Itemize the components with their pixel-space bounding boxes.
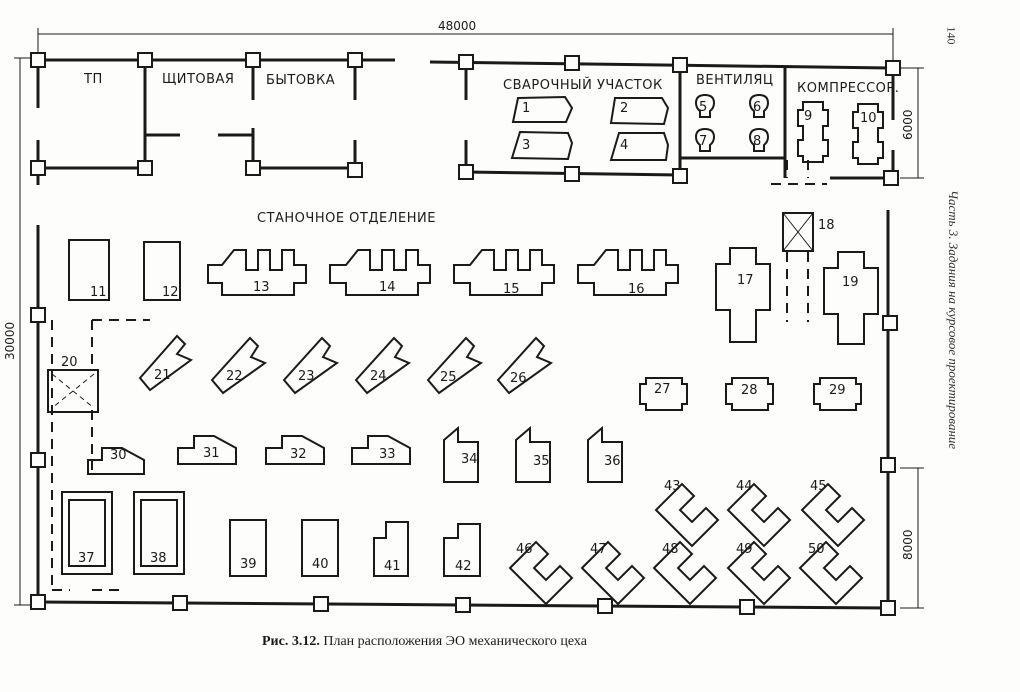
compressors bbox=[797, 101, 884, 165]
equipment-number-1: 1 bbox=[522, 101, 530, 116]
equipment-number-29: 29 bbox=[829, 383, 846, 398]
equipment-number-38: 38 bbox=[150, 551, 167, 566]
equipment-number-10: 10 bbox=[860, 111, 877, 126]
equipment-number-6: 6 bbox=[753, 100, 761, 115]
large-machines-17-19 bbox=[715, 212, 879, 345]
figure-caption-text: План расположения ЭО механического цеха bbox=[323, 634, 587, 649]
equipment-number-45: 45 bbox=[810, 479, 827, 494]
equipment-number-5: 5 bbox=[699, 100, 707, 115]
equipment-number-33: 33 bbox=[379, 447, 396, 462]
equipment-number-22: 22 bbox=[226, 369, 243, 384]
room-label-tp: ТП bbox=[83, 72, 103, 87]
equipment-number-26: 26 bbox=[510, 371, 527, 386]
equipment-number-32: 32 bbox=[290, 447, 307, 462]
machine-row-37-42 bbox=[61, 491, 481, 577]
equipment-number-14: 14 bbox=[379, 280, 396, 295]
equipment-number-49: 49 bbox=[736, 542, 753, 557]
equipment-number-9: 9 bbox=[804, 109, 812, 124]
equipment-number-34: 34 bbox=[461, 452, 478, 467]
equipment-number-42: 42 bbox=[455, 559, 472, 574]
machine-row-11-16 bbox=[68, 239, 679, 301]
equipment-number-12: 12 bbox=[162, 285, 179, 300]
equipment-number-30: 30 bbox=[110, 448, 127, 463]
crane-zone-lines bbox=[51, 160, 827, 591]
equipment-number-46: 46 bbox=[516, 542, 533, 557]
machine-row-21-26 bbox=[138, 334, 554, 395]
machine-row-27-29 bbox=[639, 377, 862, 411]
machine-row-34-36 bbox=[443, 425, 623, 483]
figure-caption: Рис. 3.12. План расположения ЭО механиче… bbox=[262, 634, 587, 650]
equipment-number-37: 37 bbox=[78, 551, 95, 566]
welding-tables bbox=[510, 95, 670, 161]
equipment-number-20: 20 bbox=[61, 355, 78, 370]
room-label-utility: БЫТОВКА bbox=[266, 73, 335, 88]
machine-row-43-50 bbox=[508, 482, 866, 606]
dimension-width: 48000 bbox=[438, 19, 476, 33]
equipment-number-13: 13 bbox=[253, 280, 270, 295]
equipment-number-44: 44 bbox=[736, 479, 753, 494]
room-label-switchboard: ЩИТОВАЯ bbox=[162, 72, 234, 87]
room-label-machine-hall: СТАНОЧНОЕ ОТДЕЛЕНИЕ bbox=[257, 211, 436, 226]
equipment-number-2: 2 bbox=[620, 101, 628, 116]
equipment-number-21: 21 bbox=[154, 368, 171, 383]
equipment-number-3: 3 bbox=[522, 138, 530, 153]
equipment-number-11: 11 bbox=[90, 285, 107, 300]
equipment-number-24: 24 bbox=[370, 369, 387, 384]
equipment-number-36: 36 bbox=[604, 454, 621, 469]
equipment-number-19: 19 bbox=[842, 275, 859, 290]
running-head: Часть 3. Задания на курсовое проектирова… bbox=[943, 190, 963, 520]
equipment-number-31: 31 bbox=[203, 446, 220, 461]
dimension-lines bbox=[14, 28, 924, 609]
building-walls bbox=[36, 58, 895, 610]
equipment-number-47: 47 bbox=[590, 542, 607, 557]
building-columns bbox=[30, 52, 901, 616]
dimension-bay-height: 6000 bbox=[901, 109, 915, 140]
equipment-number-23: 23 bbox=[298, 369, 315, 384]
equipment-number-41: 41 bbox=[384, 559, 401, 574]
equipment-number-17: 17 bbox=[737, 273, 754, 288]
ventilation-units bbox=[694, 93, 770, 152]
equipment-number-27: 27 bbox=[654, 382, 671, 397]
equipment-number-16: 16 bbox=[628, 282, 645, 297]
equipment-number-35: 35 bbox=[533, 454, 550, 469]
dimension-bay-right: 8000 bbox=[901, 529, 915, 560]
equipment-number-50: 50 bbox=[808, 542, 825, 557]
equipment-number-39: 39 bbox=[240, 557, 257, 572]
equipment-number-18: 18 bbox=[818, 218, 835, 233]
crane-20 bbox=[47, 369, 99, 413]
room-label-welding: СВАРОЧНЫЙ УЧАСТОК bbox=[503, 77, 663, 93]
machine-row-30-33 bbox=[87, 435, 411, 475]
room-label-ventilation: ВЕНТИЛЯЦ bbox=[696, 73, 773, 88]
running-head-text: Часть 3. Задания на курсовое проектирова… bbox=[946, 190, 961, 450]
equipment-number-43: 43 bbox=[664, 479, 681, 494]
equipment-number-15: 15 bbox=[503, 282, 520, 297]
equipment-number-7: 7 bbox=[699, 134, 707, 149]
room-label-compressor: КОМПРЕССОР. bbox=[797, 81, 899, 96]
equipment-number-4: 4 bbox=[620, 138, 628, 153]
dimension-height: 30000 bbox=[3, 322, 17, 360]
equipment-number-25: 25 bbox=[440, 370, 457, 385]
figure-caption-label: Рис. 3.12. bbox=[262, 634, 320, 649]
equipment-number-48: 48 bbox=[662, 542, 679, 557]
equipment-number-40: 40 bbox=[312, 557, 329, 572]
equipment-number-28: 28 bbox=[741, 383, 758, 398]
equipment-number-8: 8 bbox=[753, 134, 761, 149]
page-number: 140 bbox=[944, 26, 959, 45]
